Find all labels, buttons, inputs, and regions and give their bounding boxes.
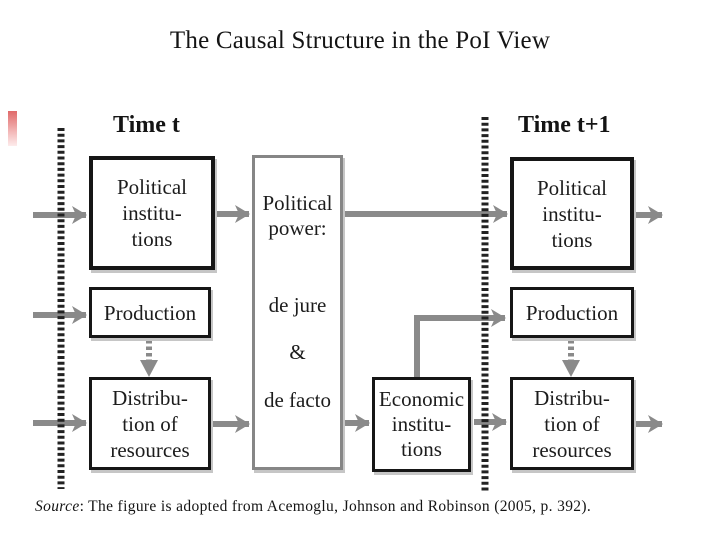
box-production-t: Production bbox=[89, 287, 211, 338]
box-text-line: de jure bbox=[268, 293, 327, 317]
box-political-power: Political power: de jure & de facto bbox=[252, 155, 343, 470]
box-text-line: tions bbox=[401, 437, 442, 461]
box-text-line: tions bbox=[551, 227, 593, 252]
slide-title: The Causal Structure in the PoI View bbox=[169, 27, 551, 54]
dashed-arrow-production-to-distribution-t bbox=[140, 340, 158, 377]
box-text-line: Distribu- bbox=[534, 385, 610, 410]
arrow-economic-to-production-t1 bbox=[414, 309, 506, 377]
box-text-line: institu- bbox=[391, 412, 452, 436]
box-text-line: tions bbox=[131, 227, 173, 251]
time-t-label: Time t bbox=[113, 112, 180, 138]
box-text-line: de facto bbox=[263, 388, 332, 412]
box-text-line: Political bbox=[262, 191, 333, 215]
dashed-arrow-production-to-distribution-t1 bbox=[562, 340, 580, 377]
box-text-line: institu- bbox=[542, 201, 602, 226]
box-text-line: Political bbox=[537, 175, 607, 200]
source-note: Source: The figure is adopted from Acemo… bbox=[35, 498, 591, 516]
box-text-line: Production bbox=[525, 300, 619, 325]
box-text-line: & bbox=[289, 340, 306, 364]
source-text: : The figure is adopted from Acemoglu, J… bbox=[79, 498, 592, 515]
box-distribution-of-resources-t1: Distribu- tion of resources bbox=[510, 377, 634, 470]
box-text-line: power: bbox=[268, 216, 327, 240]
box-political-institutions-t: Political institu- tions bbox=[89, 156, 215, 270]
box-distribution-of-resources-t: Distribu- tion of resources bbox=[89, 377, 211, 470]
time-t1-label: Time t+1 bbox=[518, 112, 611, 138]
box-text-line: institu- bbox=[122, 201, 182, 225]
source-label: Source bbox=[35, 498, 80, 515]
box-economic-institutions: Economic institu- tions bbox=[372, 377, 471, 472]
box-political-institutions-t1: Political institu- tions bbox=[510, 157, 634, 270]
box-text-line: Economic bbox=[378, 387, 465, 411]
box-text-line: Distribu- bbox=[112, 385, 188, 410]
box-text-line: resources bbox=[110, 437, 190, 462]
box-text-line: resources bbox=[532, 437, 612, 462]
accent-bar bbox=[8, 111, 17, 146]
box-production-t1: Production bbox=[510, 287, 634, 338]
box-text-line: Political bbox=[117, 175, 187, 199]
box-text-line: tion of bbox=[122, 411, 178, 436]
box-text-line: tion of bbox=[544, 411, 600, 436]
box-text-line: Production bbox=[103, 300, 197, 325]
